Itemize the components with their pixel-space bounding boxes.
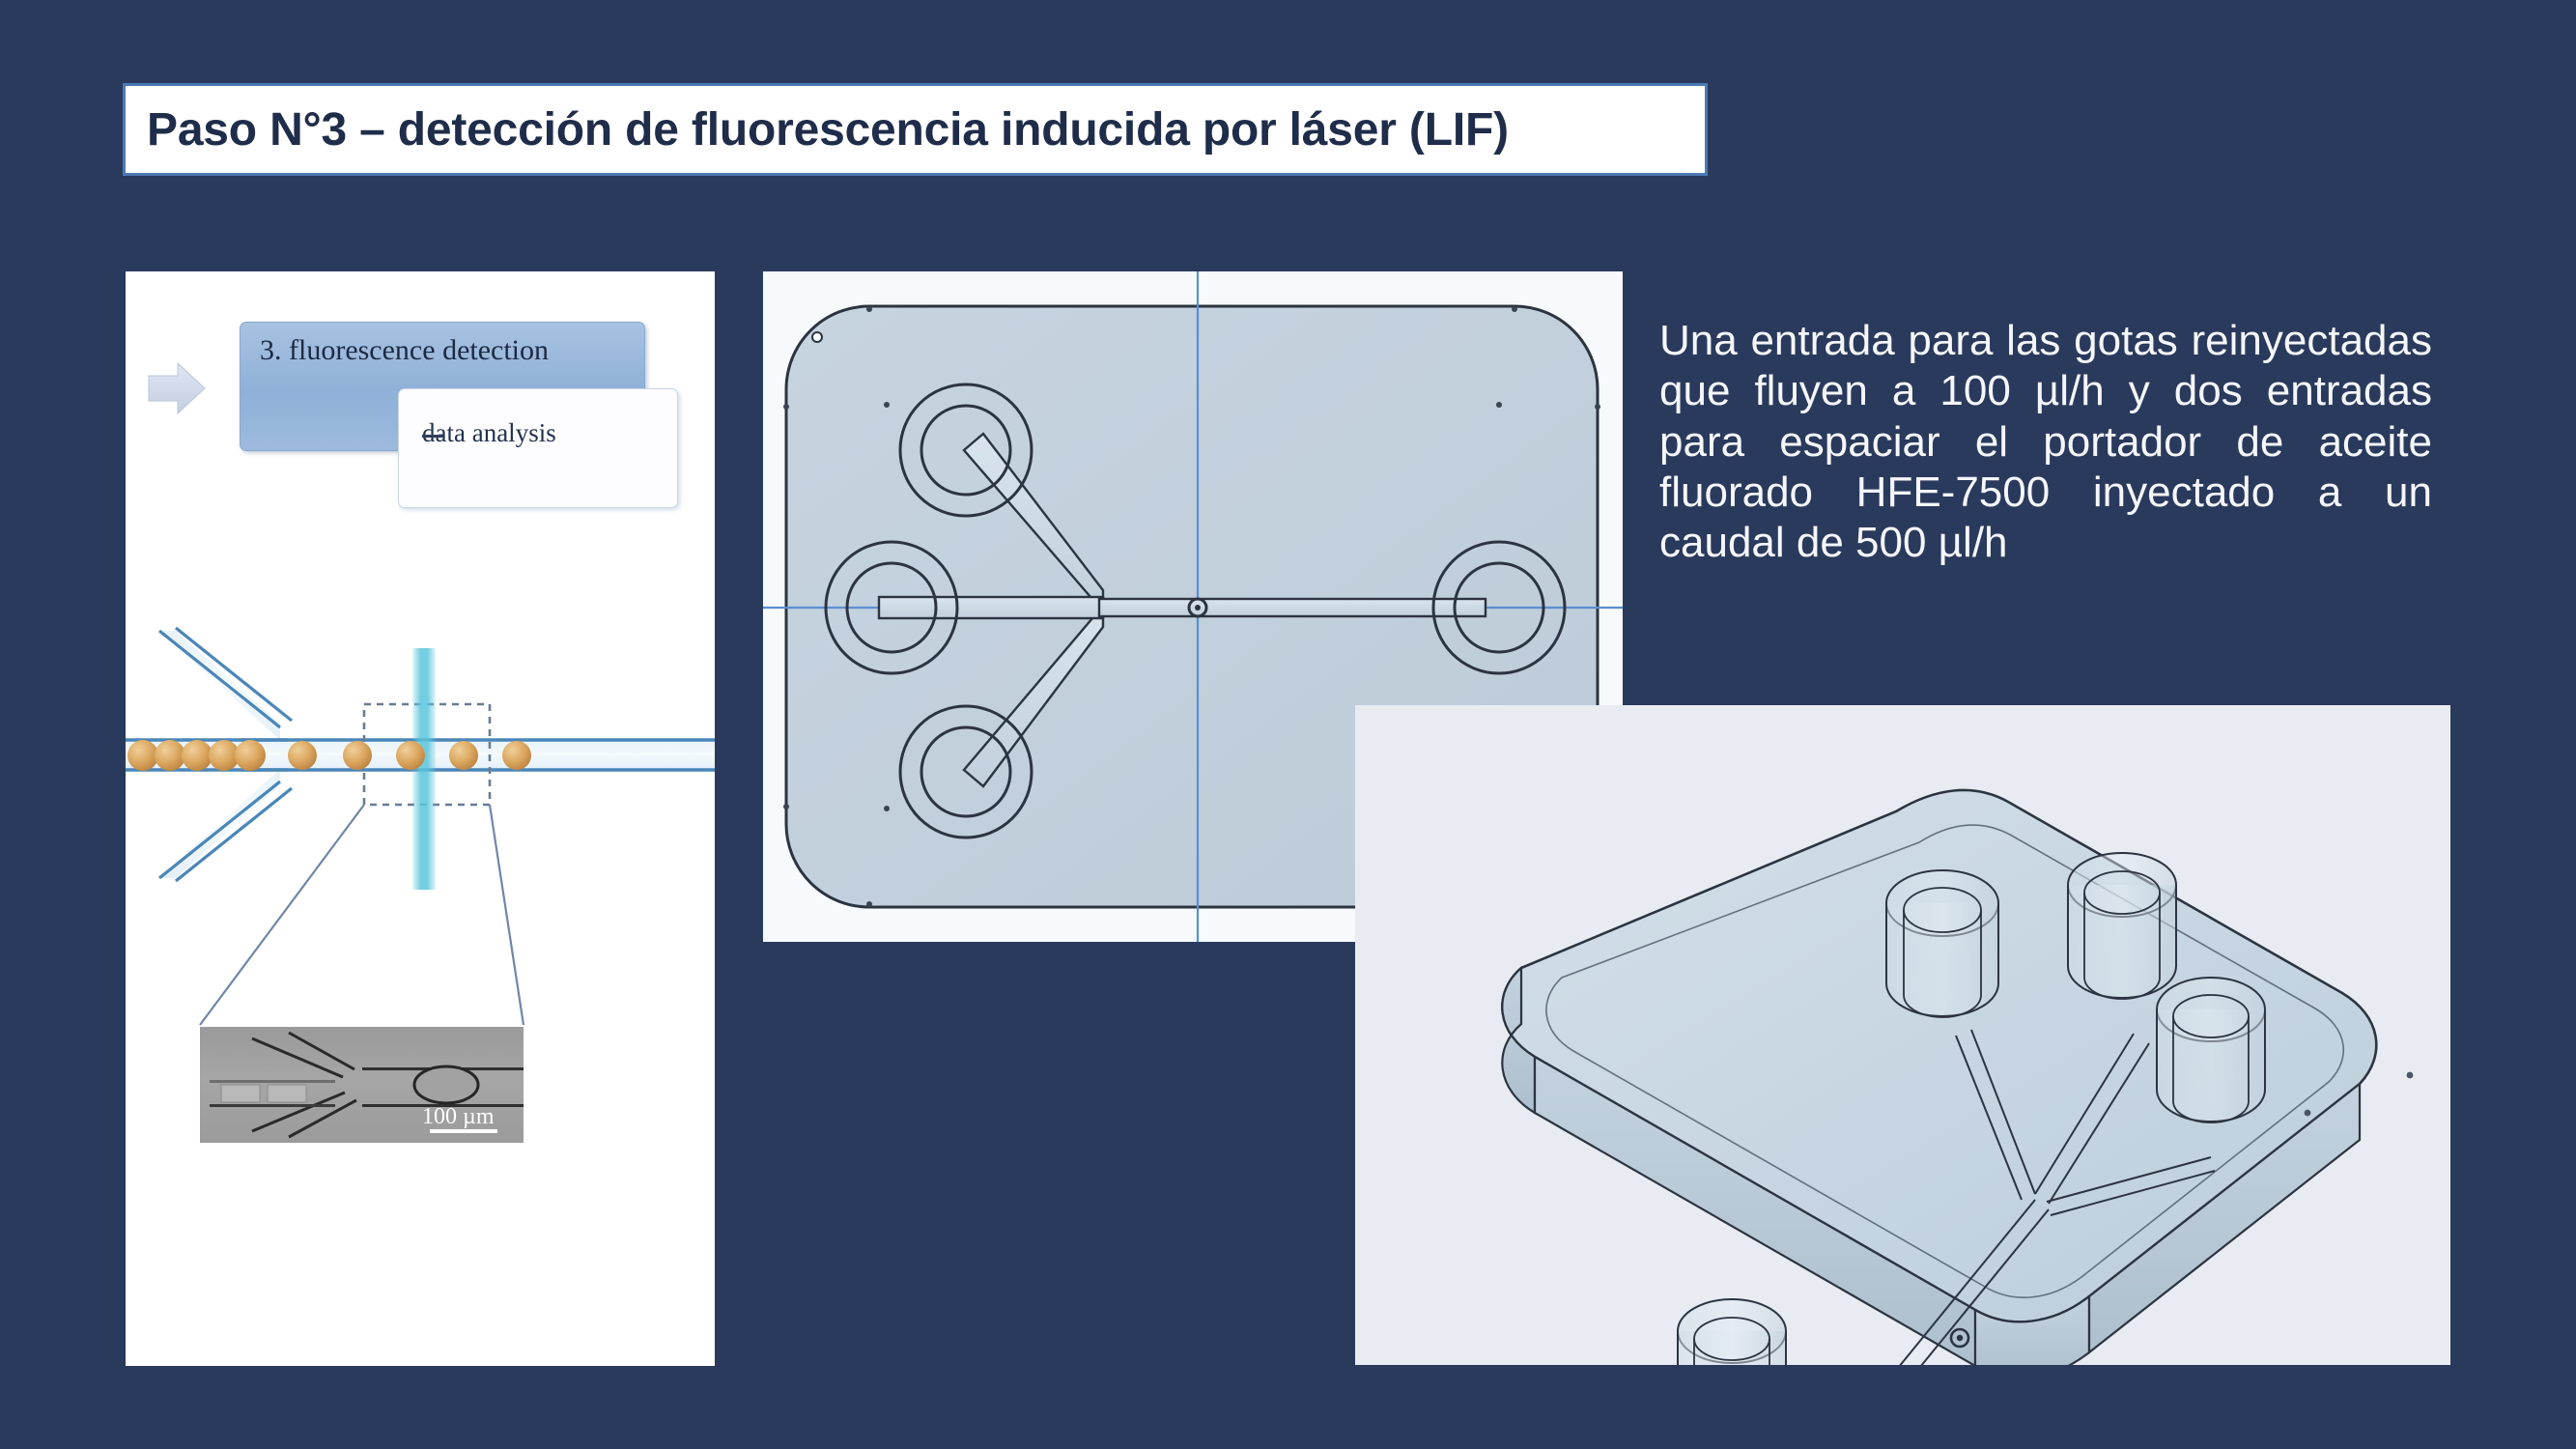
chip-body-right-face <box>2087 1081 2362 1355</box>
channel-middle <box>877 595 1105 620</box>
flowchart-callout-label-wrap: data analysis <box>422 418 556 448</box>
scale-bar-label: 100 µm <box>422 1104 495 1129</box>
microchannels-3d <box>1899 1029 2216 1365</box>
title-box: Paso N°3 – detección de fluorescencia in… <box>123 83 1708 176</box>
flowchart-step-label: 3. fluorescence detection <box>260 334 550 366</box>
dash-icon <box>422 435 443 438</box>
port-middle-left <box>824 540 959 675</box>
page-title: Paso N°3 – detección de fluorescencia in… <box>147 103 1509 156</box>
right-arrow-icon <box>147 358 207 418</box>
corner-vertex-marker <box>811 331 823 343</box>
port-upper-left <box>898 383 1033 518</box>
port-lower-left <box>898 704 1033 839</box>
microscopy-image: 100 µm <box>200 1027 524 1143</box>
chip-3d-panel <box>1355 705 2450 1365</box>
origin-marker <box>1187 597 1208 618</box>
port-right-outlet <box>1431 540 1567 675</box>
flowchart-callout-box: data analysis <box>398 388 678 508</box>
droplet-spacing-schematic <box>126 626 715 890</box>
chip-body-front-face <box>1533 1055 1977 1365</box>
chip-3d-isometric-view <box>1501 788 2414 1365</box>
chip-inner-rim <box>1545 824 2344 1298</box>
flowchart-callout-label: data analysis <box>422 418 556 447</box>
sketch-points <box>783 306 1600 907</box>
port-cylinder-middle-right <box>2156 977 2266 1123</box>
sketch-points-3d <box>2304 1071 2414 1117</box>
origin-marker-3d <box>1949 1327 1970 1349</box>
port-cylinder-upper-left <box>1885 869 1999 1018</box>
channel-outlet <box>1097 597 1487 618</box>
description-text: Una entrada para las gotas reinyectadas … <box>1659 316 2432 569</box>
description-paragraph: Una entrada para las gotas reinyectadas … <box>1659 317 2432 567</box>
port-cylinder-upper-right <box>2067 852 2177 1000</box>
left-figure-panel: 3. fluorescence detection data analysis <box>126 271 715 1366</box>
port-cylinder-outlet-lower-left <box>1677 1298 1787 1365</box>
